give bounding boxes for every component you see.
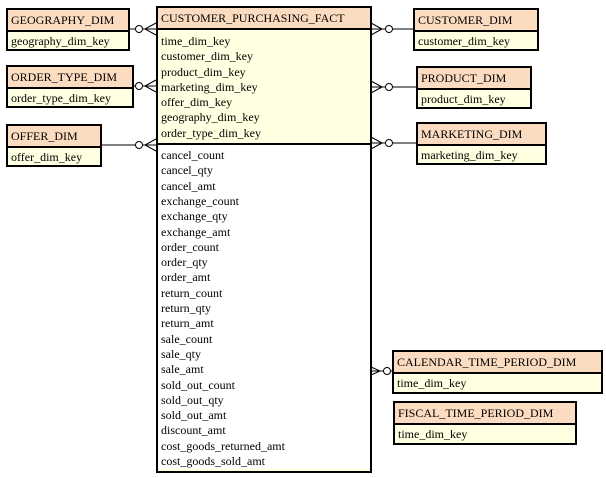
key-attribute: geography_dim_key — [161, 110, 260, 125]
measure-attribute: cancel_amt — [161, 178, 216, 193]
measure-attribute: discount_amt — [161, 423, 226, 438]
key-attribute: product_dim_key — [161, 64, 246, 79]
entity-product-dim[interactable]: PRODUCT_DIM product_dim_key — [416, 66, 532, 109]
measure-attribute: return_count — [161, 285, 223, 300]
entity-title: CUSTOMER_DIM — [415, 10, 537, 32]
entity-title: OFFER_DIM — [8, 126, 100, 148]
measure-attribute: cancel_qty — [161, 163, 213, 178]
relationship-geography — [129, 22, 157, 36]
measure-list: cancel_count cancel_qty cancel_amt excha… — [158, 145, 370, 470]
entity-title: CALENDAR_TIME_PERIOD_DIM — [394, 352, 601, 374]
measure-attribute: sale_qty — [161, 346, 201, 361]
foreign-key-list: time_dim_key customer_dim_key product_di… — [158, 30, 370, 146]
key-attribute: customer_dim_key — [161, 49, 253, 64]
entity-geography-dim[interactable]: GEOGRAPHY_DIM geography_dim_key — [6, 8, 130, 51]
measure-attribute: sale_count — [161, 331, 213, 346]
key-attribute: order_type_dim_key — [11, 91, 111, 105]
key-attribute: marketing_dim_key — [421, 148, 518, 162]
key-attribute: customer_dim_key — [418, 34, 510, 48]
measure-attribute: exchange_amt — [161, 224, 231, 239]
key-attribute: time_dim_key — [161, 34, 231, 48]
entity-title: GEOGRAPHY_DIM — [8, 10, 128, 32]
key-attribute: offer_dim_key — [161, 95, 233, 110]
measure-attribute: order_amt — [161, 270, 211, 285]
key-attribute: time_dim_key — [398, 427, 468, 441]
entity-offer-dim[interactable]: OFFER_DIM offer_dim_key — [6, 124, 102, 167]
entity-title: MARKETING_DIM — [418, 124, 545, 146]
key-attribute: time_dim_key — [397, 376, 467, 390]
measure-attribute: exchange_qty — [161, 209, 228, 224]
measure-attribute: return_amt — [161, 316, 214, 331]
relationship-customer — [370, 22, 413, 36]
entity-customer-dim[interactable]: CUSTOMER_DIM customer_dim_key — [413, 8, 539, 51]
measure-attribute: exchange_count — [161, 193, 239, 208]
measure-attribute: cost_goods_sold_amt — [161, 454, 265, 469]
entity-title: PRODUCT_DIM — [418, 68, 530, 90]
key-attribute: order_type_dim_key — [161, 125, 261, 140]
measure-attribute: cost_goods_returned_amt — [161, 438, 285, 453]
fact-table-customer-purchasing[interactable]: CUSTOMER_PURCHASING_FACT time_dim_key cu… — [156, 6, 372, 473]
entity-title: CUSTOMER_PURCHASING_FACT — [158, 8, 370, 30]
measure-attribute: sold_out_count — [161, 377, 235, 392]
relationship-marketing — [370, 136, 416, 150]
entity-title: ORDER_TYPE_DIM — [8, 67, 132, 89]
relationship-order-type — [133, 79, 157, 93]
key-attribute: offer_dim_key — [11, 150, 83, 164]
measure-attribute: sold_out_qty — [161, 392, 224, 407]
entity-order-type-dim[interactable]: ORDER_TYPE_DIM order_type_dim_key — [6, 65, 134, 108]
relationship-offer — [101, 138, 157, 152]
entity-title: FISCAL_TIME_PERIOD_DIM — [395, 403, 575, 425]
measure-attribute: return_qty — [161, 301, 211, 316]
key-attribute: geography_dim_key — [11, 34, 110, 48]
entity-fiscal-time-period-dim[interactable]: FISCAL_TIME_PERIOD_DIM time_dim_key — [393, 401, 577, 445]
relationship-calendar — [370, 366, 392, 376]
entity-calendar-time-period-dim[interactable]: CALENDAR_TIME_PERIOD_DIM time_dim_key — [392, 350, 603, 394]
relationship-product — [370, 80, 416, 94]
measure-attribute: order_count — [161, 239, 219, 254]
measure-attribute: sold_out_amt — [161, 408, 227, 423]
key-attribute: marketing_dim_key — [161, 79, 258, 94]
key-attribute: product_dim_key — [421, 92, 506, 106]
measure-attribute: sale_amt — [161, 362, 204, 377]
measure-attribute: cancel_count — [161, 148, 225, 163]
entity-marketing-dim[interactable]: MARKETING_DIM marketing_dim_key — [416, 122, 547, 165]
measure-attribute: order_qty — [161, 255, 208, 270]
